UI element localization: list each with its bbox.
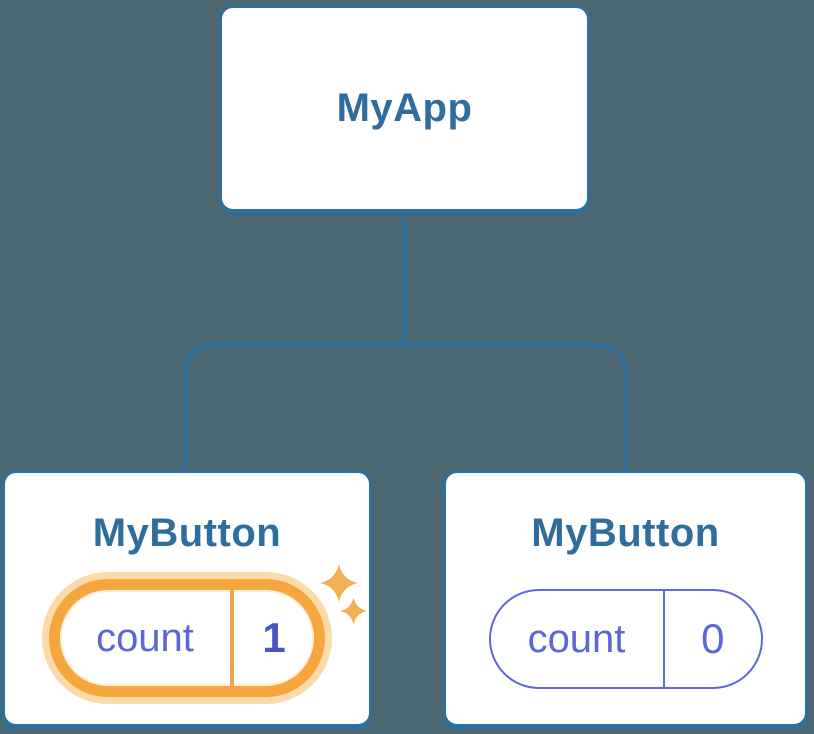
tree-node-mybutton-right: MyButton count 0 <box>443 470 808 727</box>
state-key-label: count <box>527 616 626 661</box>
pill-divider <box>230 590 234 686</box>
state-pill-highlighted: count 1 <box>49 579 325 697</box>
tree-node-myapp: MyApp <box>219 5 590 212</box>
state-key-label: count <box>96 615 194 660</box>
state-pill: count 0 <box>488 589 763 689</box>
tree-node-mybutton-left: MyButton count 1 <box>2 470 372 727</box>
pill-divider <box>662 591 665 687</box>
state-value: 1 <box>262 614 286 661</box>
sparkle-icon <box>340 597 367 625</box>
state-value: 0 <box>701 615 725 662</box>
connector-branch-bracket <box>184 343 628 471</box>
sparkle-icon <box>320 564 358 602</box>
node-label-mybutton-left: MyButton <box>92 511 282 555</box>
node-label-myapp: MyApp <box>336 86 473 130</box>
node-label-mybutton-right: MyButton <box>531 511 720 555</box>
